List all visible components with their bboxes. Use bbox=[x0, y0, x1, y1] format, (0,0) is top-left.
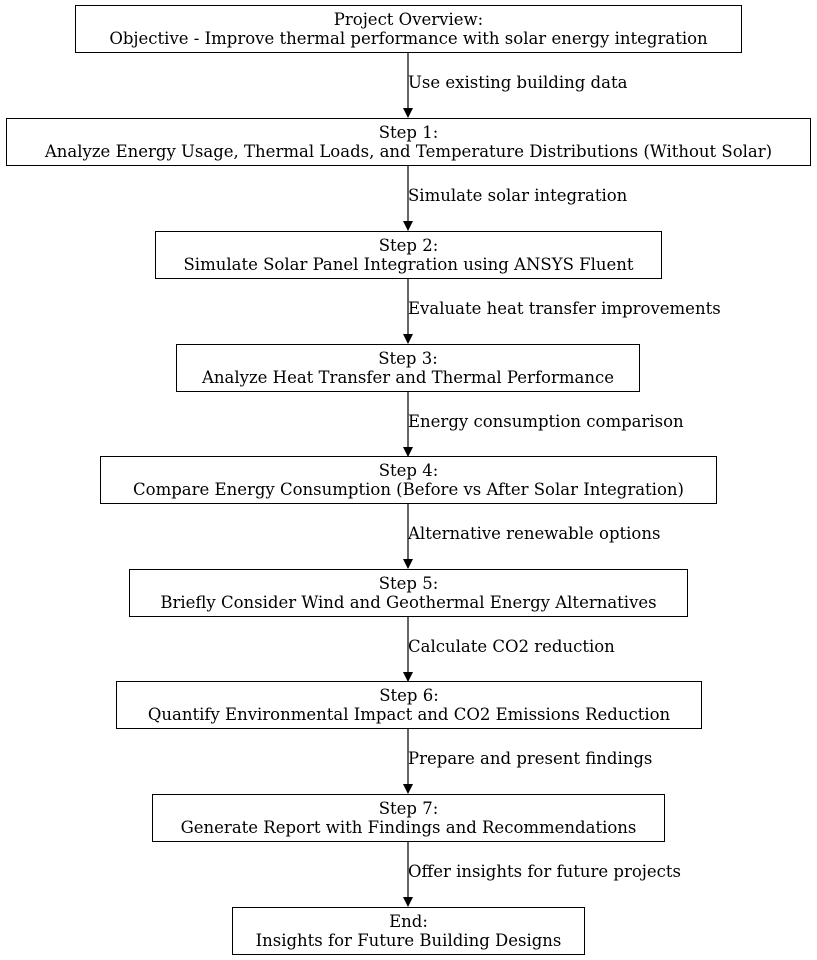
node-step-3: Step 3: Analyze Heat Transfer and Therma… bbox=[176, 344, 640, 392]
node-end: End: Insights for Future Building Design… bbox=[232, 907, 585, 955]
node-text: Analyze Heat Transfer and Thermal Perfor… bbox=[202, 368, 614, 387]
node-heading: End: bbox=[389, 912, 428, 931]
edge-label-step3-step4: Energy consumption comparison bbox=[408, 412, 684, 431]
node-text: Compare Energy Consumption (Before vs Af… bbox=[133, 480, 684, 499]
node-text: Analyze Energy Usage, Thermal Loads, and… bbox=[44, 142, 773, 161]
node-heading: Step 3: bbox=[378, 349, 438, 368]
node-heading: Step 2: bbox=[378, 236, 439, 255]
edge-label-step1-step2: Simulate solar integration bbox=[408, 186, 628, 205]
node-text: Briefly Consider Wind and Geothermal Ene… bbox=[160, 593, 657, 612]
edge-label-step4-step5: Alternative renewable options bbox=[408, 524, 661, 543]
node-heading: Step 7: bbox=[378, 799, 439, 818]
node-heading: Step 6: bbox=[379, 686, 439, 705]
edge-label-overview-step1: Use existing building data bbox=[408, 73, 628, 92]
edge-label-step7-end: Offer insights for future projects bbox=[408, 862, 681, 881]
node-heading: Step 4: bbox=[378, 461, 439, 480]
edge-label-step6-step7: Prepare and present findings bbox=[408, 749, 653, 768]
node-heading: Project Overview: bbox=[333, 10, 484, 29]
edge-label-step5-step6: Calculate CO2 reduction bbox=[408, 637, 615, 656]
node-text: Quantify Environmental Impact and CO2 Em… bbox=[147, 705, 671, 724]
node-step-6: Step 6: Quantify Environmental Impact an… bbox=[116, 681, 702, 729]
node-text: Simulate Solar Panel Integration using A… bbox=[183, 255, 634, 274]
node-step-5: Step 5: Briefly Consider Wind and Geothe… bbox=[129, 569, 688, 617]
node-step-1: Step 1: Analyze Energy Usage, Thermal Lo… bbox=[6, 118, 811, 166]
node-step-7: Step 7: Generate Report with Findings an… bbox=[152, 794, 665, 842]
node-project-overview: Project Overview: Objective - Improve th… bbox=[75, 5, 742, 53]
node-text: Generate Report with Findings and Recomm… bbox=[180, 818, 637, 837]
node-text: Insights for Future Building Designs bbox=[255, 931, 562, 950]
node-step-4: Step 4: Compare Energy Consumption (Befo… bbox=[100, 456, 717, 504]
node-step-2: Step 2: Simulate Solar Panel Integration… bbox=[155, 231, 662, 279]
node-text: Objective - Improve thermal performance … bbox=[109, 29, 708, 48]
node-heading: Step 1: bbox=[378, 123, 439, 142]
node-heading: Step 5: bbox=[378, 574, 439, 593]
edge-label-step2-step3: Evaluate heat transfer improvements bbox=[408, 299, 721, 318]
